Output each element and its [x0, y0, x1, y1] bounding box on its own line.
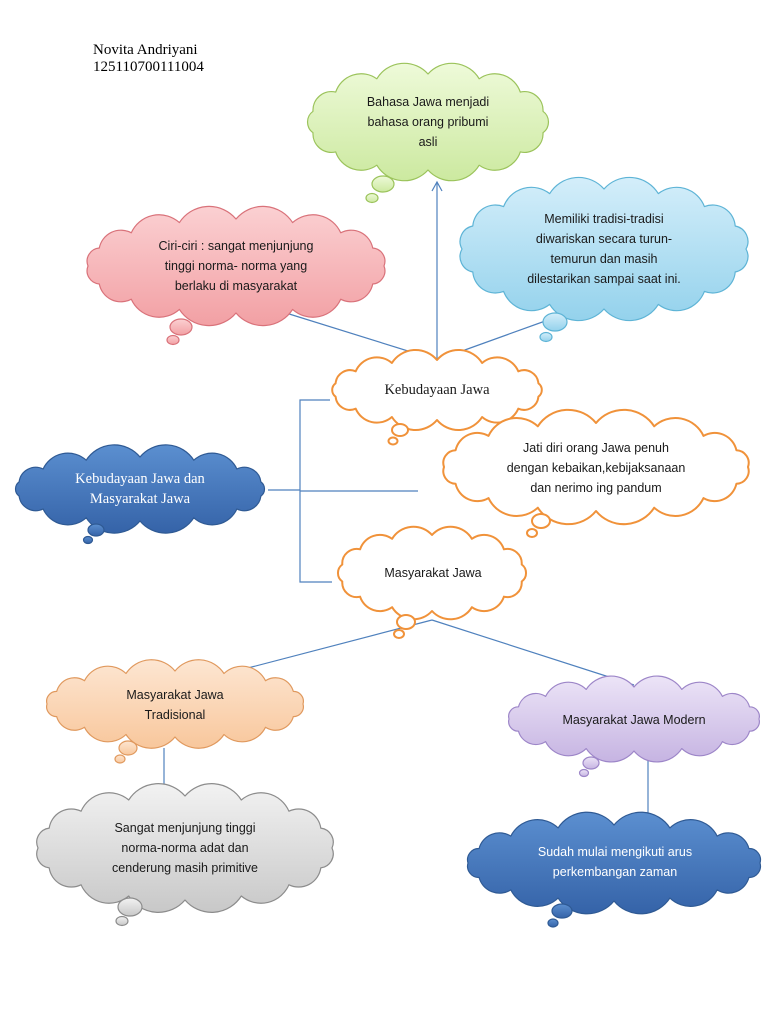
tradisional-cloud-shape	[46, 659, 304, 749]
tradisional-tail-bubble	[118, 740, 138, 756]
jatidiri-tail-bubble	[526, 528, 538, 538]
node-modern-desc-label: Sudah mulai mengikuti arus perkembangan …	[537, 845, 693, 879]
node-tradisi[interactable]: Memiliki tradisi-tradisi diwariskan seca…	[462, 186, 746, 312]
node-kebudayaan[interactable]: Kebudayaan Jawa	[334, 362, 540, 418]
node-jatidiri-label: Jati diri orang Jawa penuh dengan kebaik…	[506, 441, 686, 495]
tradisi-tail-bubble	[542, 312, 568, 332]
jatidiri-tail-bubble	[531, 513, 551, 529]
node-bahasa[interactable]: Bahasa Jawa menjadi bahasa orang pribumi…	[306, 70, 550, 174]
ciri-tail-bubble	[169, 318, 193, 336]
author-name: Novita Andriyani	[93, 42, 198, 58]
tradisi-cloud-shape	[459, 176, 749, 322]
line-masyarakat-modern	[431, 619, 635, 686]
masyarakat-tail-bubble	[393, 629, 405, 639]
author-id: 125110700111004	[93, 59, 204, 75]
tradisional-desc-tail-bubble	[115, 915, 129, 927]
node-modern[interactable]: Masyarakat Jawa Modern	[510, 690, 758, 750]
node-kebudayaan-label: Kebudayaan Jawa	[384, 382, 490, 398]
node-modern-desc[interactable]: Sudah mulai mengikuti arus perkembangan …	[470, 826, 760, 898]
tradisi-tail-bubble	[539, 331, 553, 343]
cloud-layer	[14, 62, 762, 928]
kebudayaan-cloud	[331, 349, 543, 446]
ciri-cloud	[86, 205, 386, 346]
bahasa-cloud-shape	[307, 62, 549, 182]
node-bahasa-label: Bahasa Jawa menjadi bahasa orang pribumi…	[366, 95, 490, 149]
ciri-cloud-shape	[86, 205, 386, 327]
root-tail-bubble	[82, 535, 94, 545]
masyarakat-tail-bubble	[396, 614, 416, 630]
author-block: Novita Andriyani 125110700111004	[93, 42, 204, 76]
tradisional-cloud	[46, 659, 304, 764]
node-tradisi-label: Memiliki tradisi-tradisi diwariskan seca…	[527, 212, 681, 286]
kebudayaan-tail-bubble	[387, 436, 399, 446]
masyarakat-cloud	[336, 525, 528, 639]
node-root[interactable]: Kebudayaan Jawa dan Masyarakat Jawa	[20, 463, 260, 515]
modern-tail-bubble	[578, 768, 590, 778]
tradisi-cloud	[459, 176, 749, 343]
tradisional-tail-bubble	[114, 754, 126, 764]
jatidiri-cloud-shape	[442, 408, 750, 526]
root-cloud	[14, 444, 266, 545]
tradisional-desc-tail-bubble	[117, 897, 143, 917]
kebudayaan-cloud-shape	[331, 349, 543, 431]
root-tail-bubble	[87, 523, 105, 537]
modern-tail-bubble	[582, 756, 600, 770]
tradisional-desc-cloud	[36, 783, 334, 927]
node-masyarakat-label: Masyarakat Jawa	[384, 566, 482, 580]
node-tradisional-desc[interactable]: Sangat menjunjung tinggi norma-norma ada…	[40, 796, 330, 900]
modern-desc-cloud-shape	[466, 811, 762, 915]
node-ciri[interactable]: Ciri-ciri : sangat menjunjung tinggi nor…	[84, 218, 388, 314]
ciri-tail-bubble	[166, 334, 180, 346]
modern-desc-tail-bubble	[547, 918, 559, 928]
masyarakat-cloud-shape	[336, 525, 528, 621]
modern-desc-tail-bubble	[551, 903, 573, 919]
bracket-connector	[268, 399, 418, 583]
arrowhead	[431, 180, 443, 192]
tradisional-desc-cloud-shape	[36, 783, 334, 913]
node-tradisional[interactable]: Masyarakat Jawa Tradisional	[48, 674, 302, 736]
node-jatidiri[interactable]: Jati diri orang Jawa penuh dengan kebaik…	[444, 424, 748, 512]
node-modern-label: Masyarakat Jawa Modern	[562, 713, 706, 727]
node-tradisional-label: Masyarakat Jawa Tradisional	[126, 688, 224, 722]
bahasa-tail-bubble	[365, 192, 379, 204]
node-masyarakat[interactable]: Masyarakat Jawa	[340, 538, 526, 608]
node-ciri-label: Ciri-ciri : sangat menjunjung tinggi nor…	[158, 239, 314, 293]
modern-desc-cloud	[466, 811, 762, 928]
jatidiri-cloud	[442, 408, 750, 538]
node-root-label: Kebudayaan Jawa dan Masyarakat Jawa	[75, 471, 205, 507]
modern-cloud-shape	[508, 675, 760, 763]
bahasa-tail-bubble	[371, 175, 395, 193]
node-tradisional-desc-label: Sangat menjunjung tinggi norma-norma ada…	[112, 821, 258, 875]
modern-cloud	[508, 675, 760, 778]
bahasa-cloud	[307, 62, 549, 204]
kebudayaan-tail-bubble	[391, 423, 409, 437]
root-cloud-shape	[14, 444, 266, 534]
